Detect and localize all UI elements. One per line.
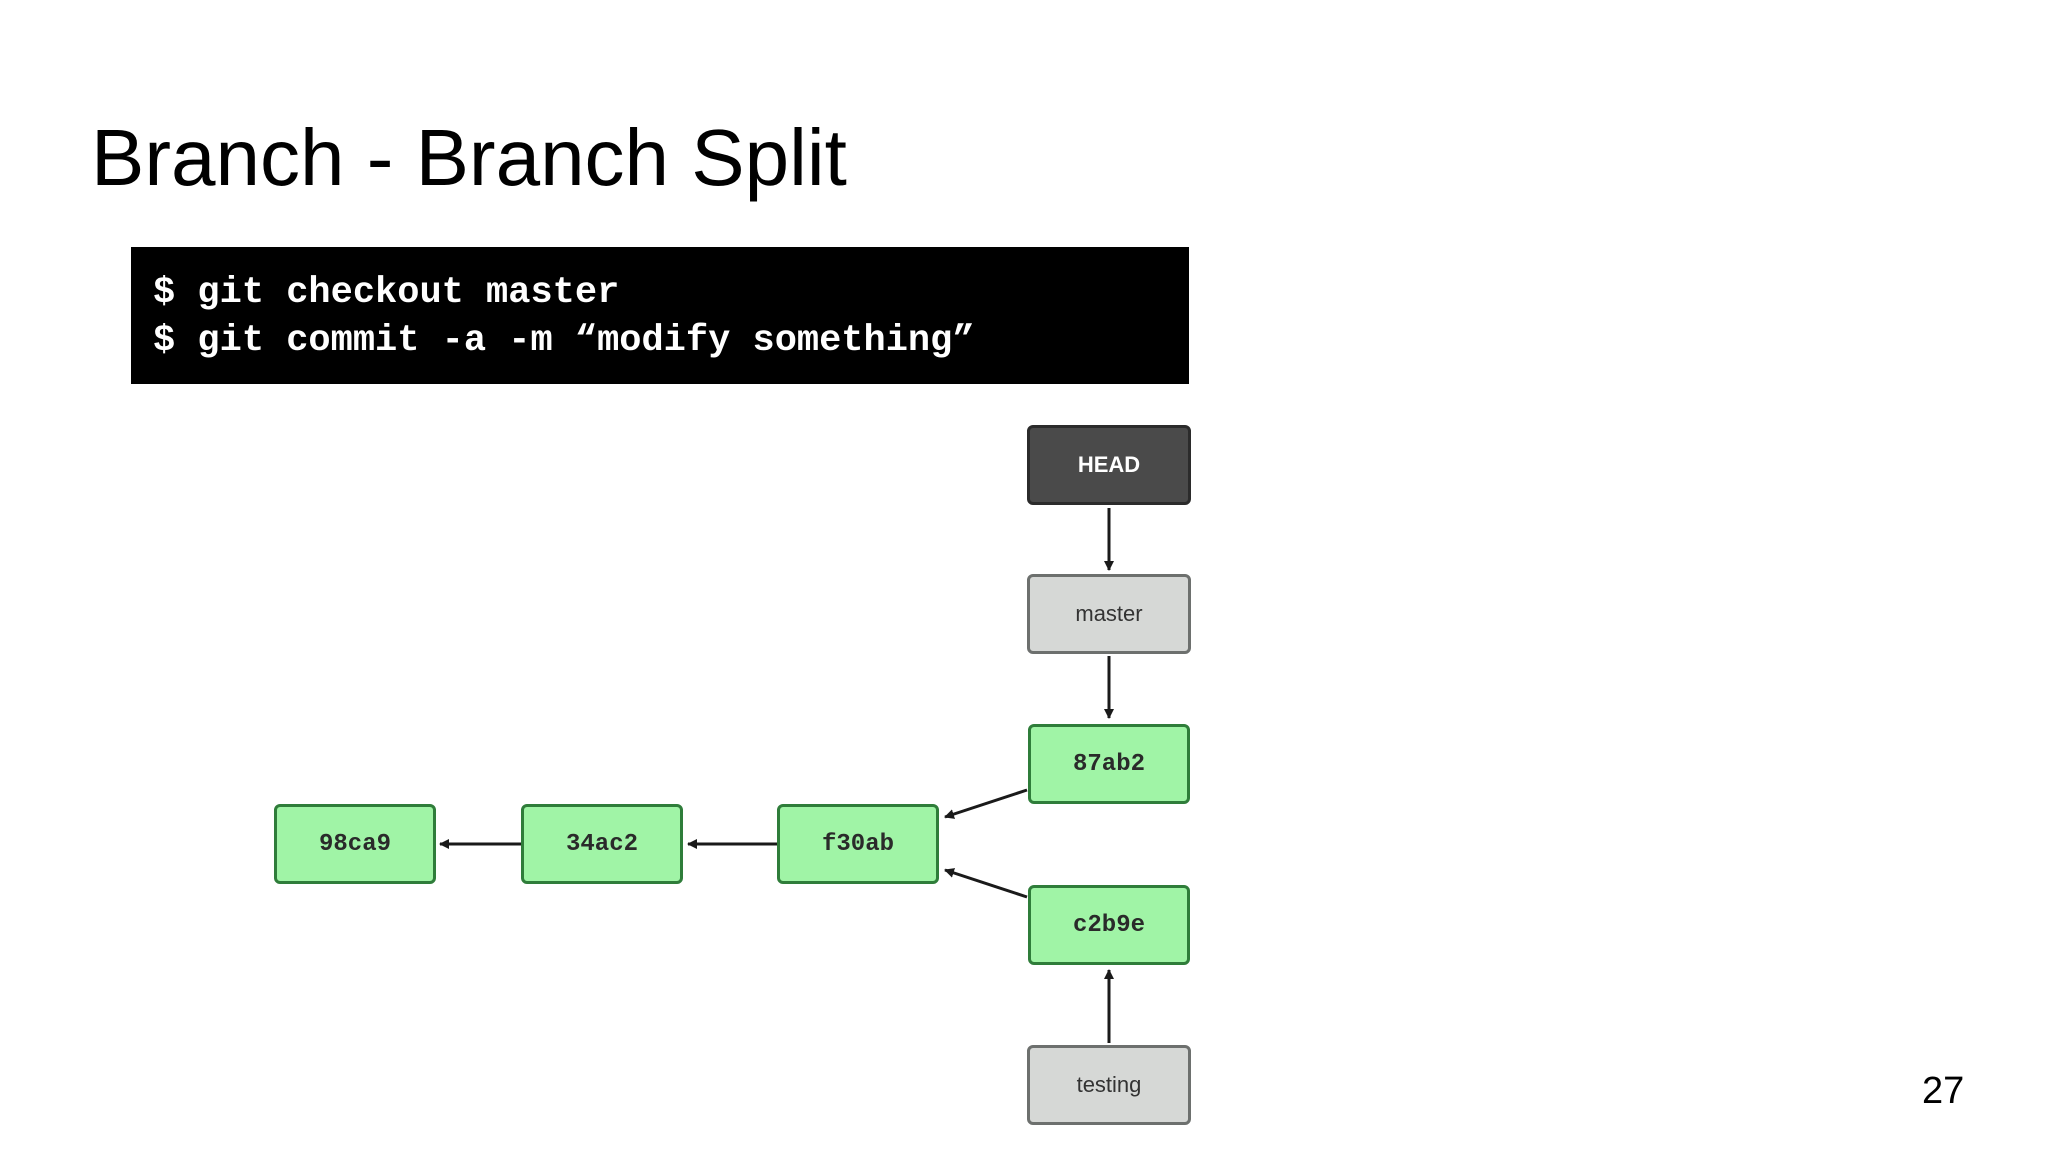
page-number: 27: [1922, 1070, 1965, 1112]
commit-98ca9-box: 98ca9: [274, 804, 436, 884]
commit-f30ab-box: f30ab: [777, 804, 939, 884]
head-pointer-box: HEAD: [1027, 425, 1191, 505]
slide-title: Branch - Branch Split: [91, 113, 847, 202]
commit-34ac2-box: 34ac2: [521, 804, 683, 884]
commit-87ab2-box: 87ab2: [1028, 724, 1190, 804]
arrow-c2b9e-to-f30ab: [944, 868, 1028, 899]
code-block: $ git checkout master $ git commit -a -m…: [131, 247, 1189, 384]
code-line-commit: $ git commit -a -m “modify something”: [153, 320, 975, 362]
code-line-checkout: $ git checkout master: [153, 272, 620, 314]
branch-testing-box: testing: [1027, 1045, 1191, 1125]
commit-c2b9e-box: c2b9e: [1028, 885, 1190, 965]
arrow-87ab2-to-f30ab: [944, 788, 1028, 819]
branch-master-box: master: [1027, 574, 1191, 654]
